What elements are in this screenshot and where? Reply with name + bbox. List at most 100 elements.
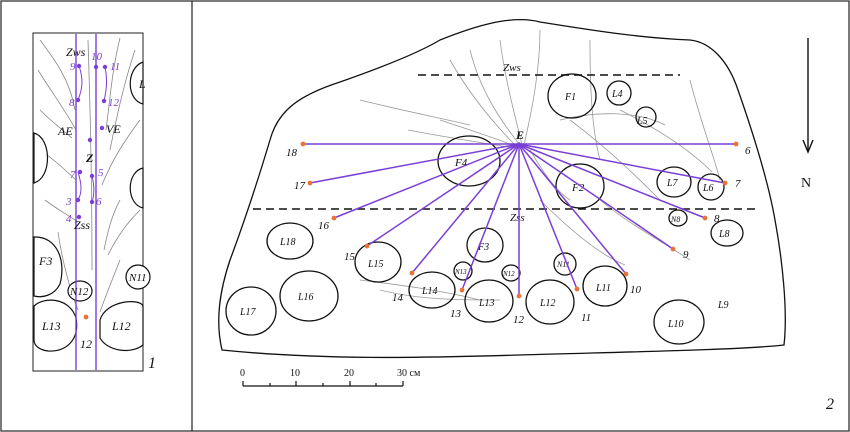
stone-l12 <box>525 279 575 325</box>
point-16 <box>331 215 337 221</box>
label-n11: N11 <box>556 260 570 269</box>
ray-8 <box>518 143 706 219</box>
stone-f4 <box>437 135 501 187</box>
stone-l4 <box>606 80 632 106</box>
ray-16 <box>333 143 520 219</box>
label-n12: N12 <box>502 270 515 278</box>
ray-number-8: 8 <box>714 213 720 225</box>
scale-tick-20: 20 <box>344 368 354 379</box>
stone-f2 <box>555 163 605 209</box>
stone-left-f3 <box>33 236 63 298</box>
ray-number-14: 14 <box>392 292 404 304</box>
left-mini-3: 3 <box>65 196 72 208</box>
ray-number-6: 6 <box>745 145 751 157</box>
point-13 <box>459 287 465 293</box>
stone-left-right-mid <box>129 167 144 209</box>
left-label-l12: L12 <box>111 319 131 333</box>
slab-outline <box>218 19 786 359</box>
label-f2: F2 <box>571 182 585 194</box>
center-point-e <box>517 142 521 146</box>
ray-11 <box>518 143 578 290</box>
ray-9 <box>518 143 674 250</box>
left-mini-6: 6 <box>96 196 102 208</box>
stone-l10 <box>653 299 705 345</box>
label-l9: L9 <box>717 300 729 311</box>
stone-left-right-top <box>129 61 144 105</box>
point-11 <box>574 286 580 292</box>
label-f1: F1 <box>564 92 576 103</box>
scale-tick-10: 10 <box>290 368 300 379</box>
stone-l16 <box>279 270 339 322</box>
point-17 <box>307 180 313 186</box>
label-l10: L10 <box>667 319 684 330</box>
ray-number-17: 17 <box>294 180 306 192</box>
ray-15 <box>366 143 520 247</box>
stone-l8 <box>710 219 744 247</box>
stone-left-top <box>33 132 48 184</box>
point-18 <box>300 141 306 147</box>
ray-13 <box>461 143 520 291</box>
left-label-n11: N11 <box>128 272 147 284</box>
left-panel: Zws AE VE Z Zss F3 N11 N12 L13 L12 12 L … <box>32 32 156 372</box>
label-n13: N13 <box>454 268 467 276</box>
left-mini-5: 5 <box>98 167 104 179</box>
label-l18: L18 <box>279 237 296 248</box>
label-l5: L5 <box>636 116 648 127</box>
ray-number-10: 10 <box>630 284 642 296</box>
zss-label: Zss <box>510 212 525 224</box>
left-label-zss: Zss <box>74 218 90 232</box>
center-label-e: E <box>515 128 524 142</box>
scale-bar <box>242 381 404 387</box>
left-mini-4: 4 <box>66 213 72 225</box>
label-l17: L17 <box>239 307 257 318</box>
stone-n11 <box>553 252 577 276</box>
left-point-12 <box>83 314 89 320</box>
panel-number-2: 2 <box>826 396 834 413</box>
north-arrow: N <box>801 38 814 191</box>
stone-l17 <box>225 286 277 336</box>
scale-tick-30: 30 см <box>397 368 421 379</box>
stone-f1 <box>547 73 597 119</box>
label-l8: L8 <box>718 229 730 240</box>
label-l7: L7 <box>666 178 679 189</box>
ray-number-18: 18 <box>286 147 298 159</box>
point-12 <box>516 293 522 299</box>
right-panel: Zws Zss F <box>218 19 834 413</box>
stone-l14 <box>408 271 456 309</box>
ray-14 <box>411 143 520 274</box>
left-mini-8: 8 <box>69 97 75 109</box>
label-n8: N8 <box>670 215 680 224</box>
point-9 <box>670 246 676 252</box>
ray-17 <box>309 143 520 184</box>
ray-7 <box>518 143 726 184</box>
left-label-l13: L13 <box>41 319 61 333</box>
stone-l7 <box>656 166 692 198</box>
label-l13: L13 <box>478 298 495 309</box>
left-mini-12: 12 <box>108 97 120 109</box>
stone-l13 <box>464 279 514 323</box>
left-label-f3: F3 <box>38 254 52 268</box>
point-8 <box>702 215 708 221</box>
ray-number-16: 16 <box>318 220 330 232</box>
point-10 <box>623 271 629 277</box>
left-mini-7: 7 <box>70 169 76 181</box>
ray-fan <box>303 143 736 296</box>
left-label-12: 12 <box>80 337 92 351</box>
stone-n13 <box>453 261 473 281</box>
stone-n8 <box>668 209 688 227</box>
label-l12: L12 <box>539 298 556 309</box>
stone-left-n11 <box>125 264 151 290</box>
label-l4: L4 <box>611 89 623 100</box>
north-label: N <box>801 176 811 191</box>
left-label-ve: VE <box>106 122 121 136</box>
stone-l18 <box>266 222 314 260</box>
stone-l6 <box>697 173 725 201</box>
ray-number-7: 7 <box>735 178 741 190</box>
stone-l11 <box>582 265 628 307</box>
left-mini-9: 9 <box>70 61 76 73</box>
label-l6: L6 <box>702 183 714 194</box>
left-mini-11: 11 <box>110 61 120 73</box>
ray-number-15: 15 <box>344 251 356 263</box>
